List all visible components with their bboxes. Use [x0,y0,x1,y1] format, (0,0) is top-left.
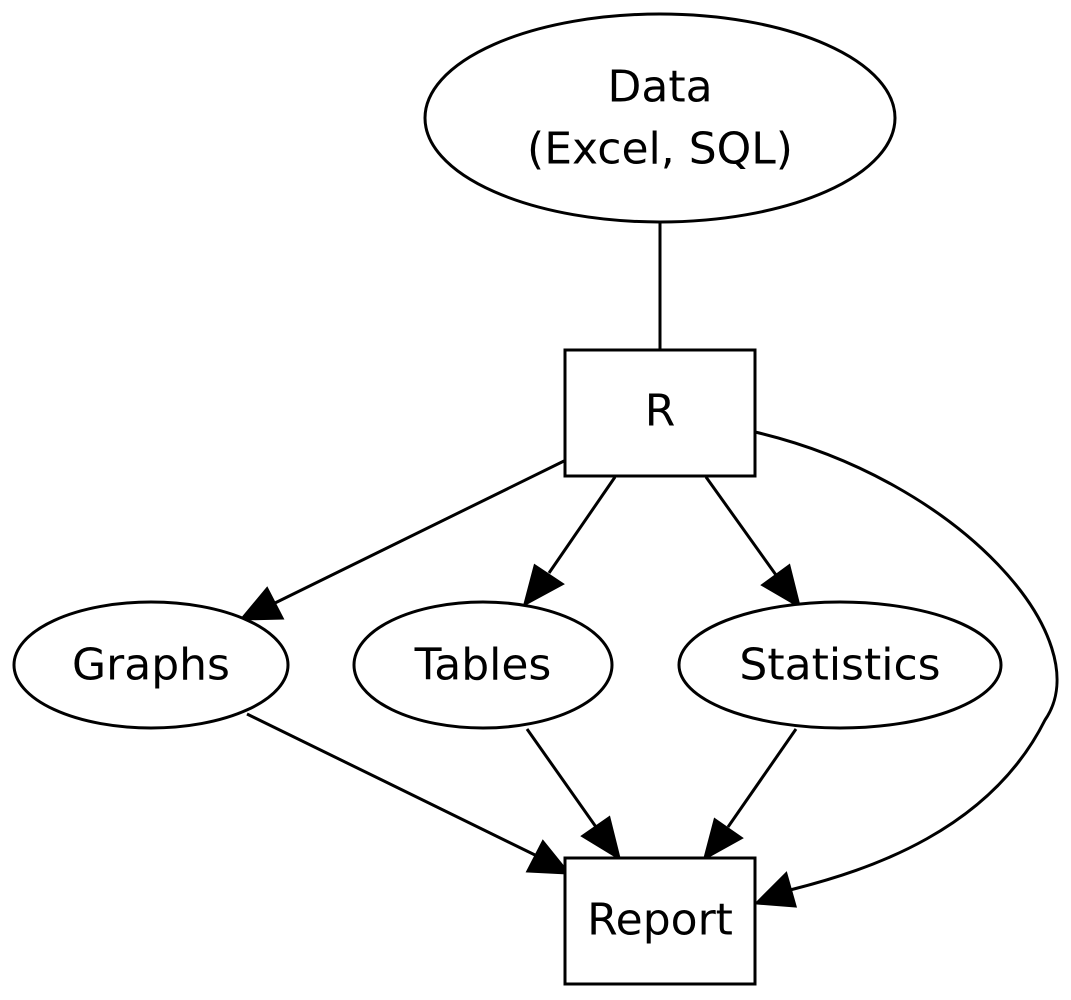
node-r: R [563,348,757,478]
arrowhead [753,871,798,908]
node-data-shape [423,12,897,224]
node-graphs: Graphs [12,600,290,730]
edge-r-report [753,430,1059,908]
edge-r-tables [522,476,617,607]
edge-r-statistics [704,476,802,610]
node-tables: Tables [352,600,614,730]
edge-statistics-report [702,728,798,862]
node-r-shape [563,348,757,478]
edge-r-graphs [238,459,565,621]
arrowhead [238,586,285,621]
node-tables-shape [352,600,614,730]
arrowhead [525,839,572,875]
node-statistics: Statistics [677,600,1003,730]
node-r-label: R [645,386,676,437]
node-statistics-label: Statistics [739,640,940,691]
node-statistics-shape [677,600,1003,730]
node-report: Report [563,856,757,986]
node-data: Data (Excel, SQL) [423,12,897,224]
node-report-label: Report [587,895,733,946]
arrowhead [702,817,744,862]
node-graphs-shape [12,600,290,730]
arrowhead [580,815,622,862]
edges [238,222,1059,908]
node-graphs-label: Graphs [72,640,230,691]
node-report-shape [563,856,757,986]
edge-graphs-report [246,712,572,875]
arrowhead [760,563,802,610]
edge-tables-report [525,728,622,862]
node-data-label-line1: Data [607,62,712,113]
node-data-label-line2: (Excel, SQL) [527,124,793,175]
arrowhead [522,563,565,607]
node-tables-label: Tables [414,640,552,691]
